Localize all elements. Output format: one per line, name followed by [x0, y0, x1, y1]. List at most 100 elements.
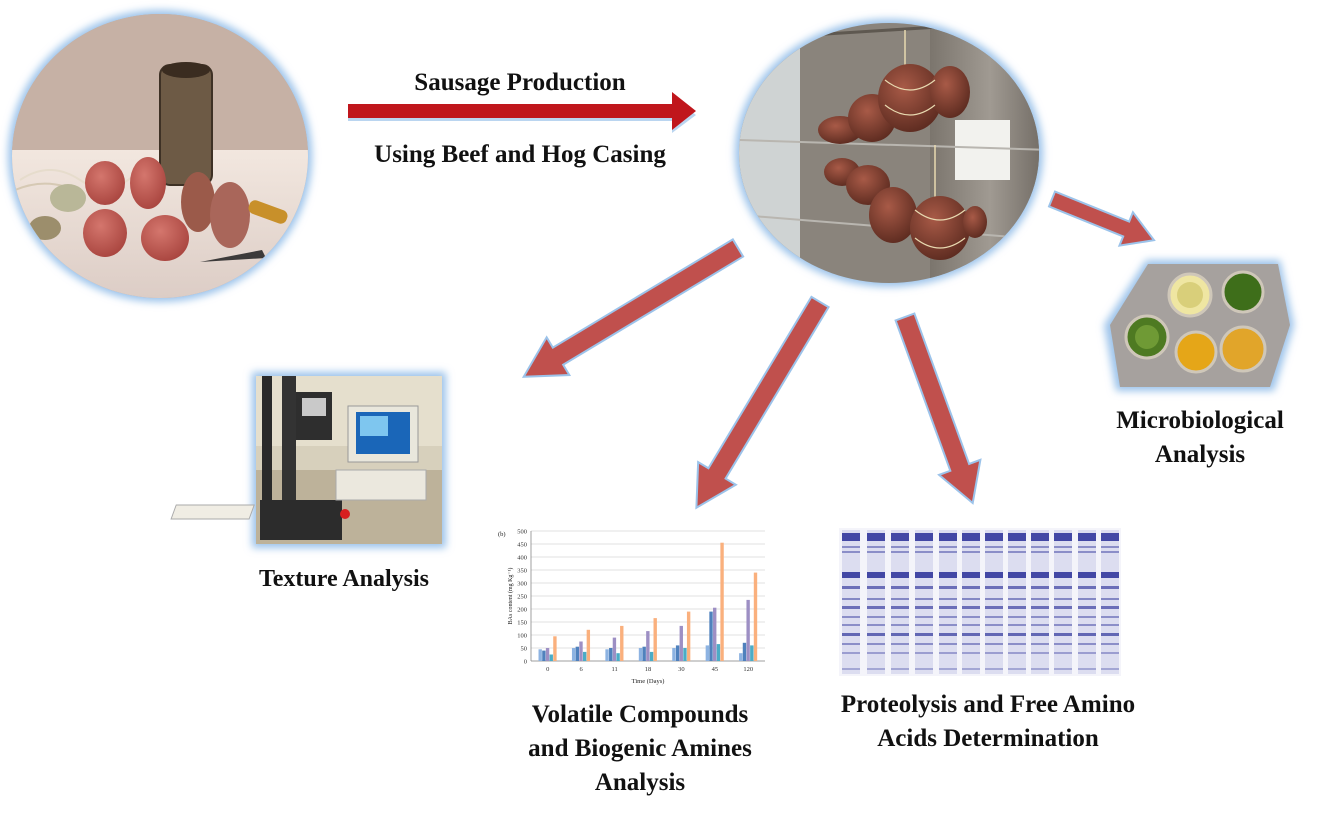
gel-band: [842, 668, 860, 670]
gel-band: [939, 643, 957, 645]
gel-band: [939, 633, 957, 636]
gel-band: [1031, 598, 1049, 600]
chart-y-tick-label: 0: [524, 659, 527, 666]
chart-bar: [549, 654, 553, 661]
chart-x-tick-label: 0: [546, 666, 549, 673]
gel-band: [1078, 551, 1096, 553]
chart-bar: [609, 648, 613, 661]
chart-bar: [713, 607, 717, 661]
gel-band: [985, 624, 1003, 626]
gel-band: [915, 533, 933, 541]
chart-y-tick-label: 50: [521, 646, 528, 653]
gel-band: [867, 643, 885, 645]
gel-band: [1078, 546, 1096, 548]
ingredients-photo: [8, 10, 312, 302]
chart-panel-label: (b): [498, 531, 506, 538]
gel-band: [1101, 624, 1119, 626]
chart-bar: [653, 618, 657, 661]
gel-band: [1078, 616, 1096, 618]
gel-band: [939, 586, 957, 589]
gel-band: [939, 598, 957, 600]
gel-band: [1031, 643, 1049, 645]
chart-bar: [579, 641, 583, 661]
gel-band: [1031, 533, 1049, 541]
chart-x-tick-label: 30: [678, 666, 685, 673]
gel-lane: [1031, 530, 1049, 674]
gel-band: [891, 551, 909, 553]
gel-band: [1031, 633, 1049, 636]
chart-y-tick-label: 450: [517, 542, 527, 549]
gel-lane: [1078, 530, 1096, 674]
chart-x-axis-label: Time (Days): [632, 678, 665, 685]
gel-band: [915, 624, 933, 626]
gel-band: [1101, 606, 1119, 609]
chart-bar: [672, 648, 676, 661]
gel-band: [915, 586, 933, 589]
chart-bar: [620, 625, 624, 661]
microbiological-line-2: Analysis: [1154, 440, 1246, 468]
chart-y-tick-label: 100: [517, 633, 527, 640]
chart-bar: [616, 653, 620, 661]
chart-bar: [679, 625, 683, 661]
volatile-line-3: Analysis: [594, 768, 686, 796]
gel-band: [1054, 551, 1072, 553]
gel-band: [867, 546, 885, 548]
gel-band: [1101, 668, 1119, 670]
sausage-production-label: Sausage Production: [414, 69, 626, 96]
gel-band: [1008, 652, 1026, 654]
chart-bar: [753, 572, 758, 661]
gel-band: [962, 652, 980, 654]
chart-bar: [649, 651, 654, 661]
gel-band: [985, 652, 1003, 654]
gel-band: [939, 572, 957, 578]
chart-bar: [716, 644, 721, 661]
gel-band: [1078, 598, 1096, 600]
gel-band: [939, 533, 957, 541]
gel-band: [1054, 624, 1072, 626]
gel-band: [985, 633, 1003, 636]
gel-band: [985, 572, 1003, 578]
gel-band: [985, 551, 1003, 553]
gel-band: [891, 633, 909, 636]
arrow-to-texture: [521, 238, 745, 378]
gel-band: [939, 624, 957, 626]
gel-band: [962, 643, 980, 645]
drying-room-photo: [735, 19, 1043, 287]
gel-band: [915, 546, 933, 548]
gel-band: [1031, 586, 1049, 589]
gel-band: [985, 598, 1003, 600]
gel-band: [985, 668, 1003, 670]
gel-band: [1031, 546, 1049, 548]
chart-bar: [705, 645, 710, 661]
gel-band: [1101, 616, 1119, 618]
gel-band: [962, 586, 980, 589]
chart-y-axis-label: BAs content (mg Kg⁻¹): [507, 568, 514, 625]
gel-band: [891, 572, 909, 578]
gel-band: [891, 546, 909, 548]
gel-lane: [842, 530, 860, 674]
volatile-line-2: and Biogenic Amines: [528, 734, 752, 762]
gel-band: [1101, 546, 1119, 548]
gel-band: [1008, 616, 1026, 618]
gel-band: [1054, 643, 1072, 645]
gel-band: [985, 586, 1003, 589]
gel-band: [939, 668, 957, 670]
gel-band: [842, 598, 860, 600]
gel-band: [867, 551, 885, 553]
volatile-line-1: Volatile Compounds: [531, 701, 749, 728]
gel-band: [985, 616, 1003, 618]
gel-band: [1054, 668, 1072, 670]
chart-bar: [538, 649, 542, 661]
gel-lane: [867, 530, 885, 674]
gel-band: [891, 652, 909, 654]
gel-band: [1031, 606, 1049, 609]
gel-band: [867, 633, 885, 636]
petri-dishes-photo: [1104, 260, 1294, 391]
arrow-to-proteolysis: [894, 312, 982, 505]
gel-band: [891, 668, 909, 670]
gel-band: [1008, 643, 1026, 645]
gel-band: [891, 624, 909, 626]
chart-bar: [571, 648, 576, 661]
gel-band: [867, 598, 885, 600]
